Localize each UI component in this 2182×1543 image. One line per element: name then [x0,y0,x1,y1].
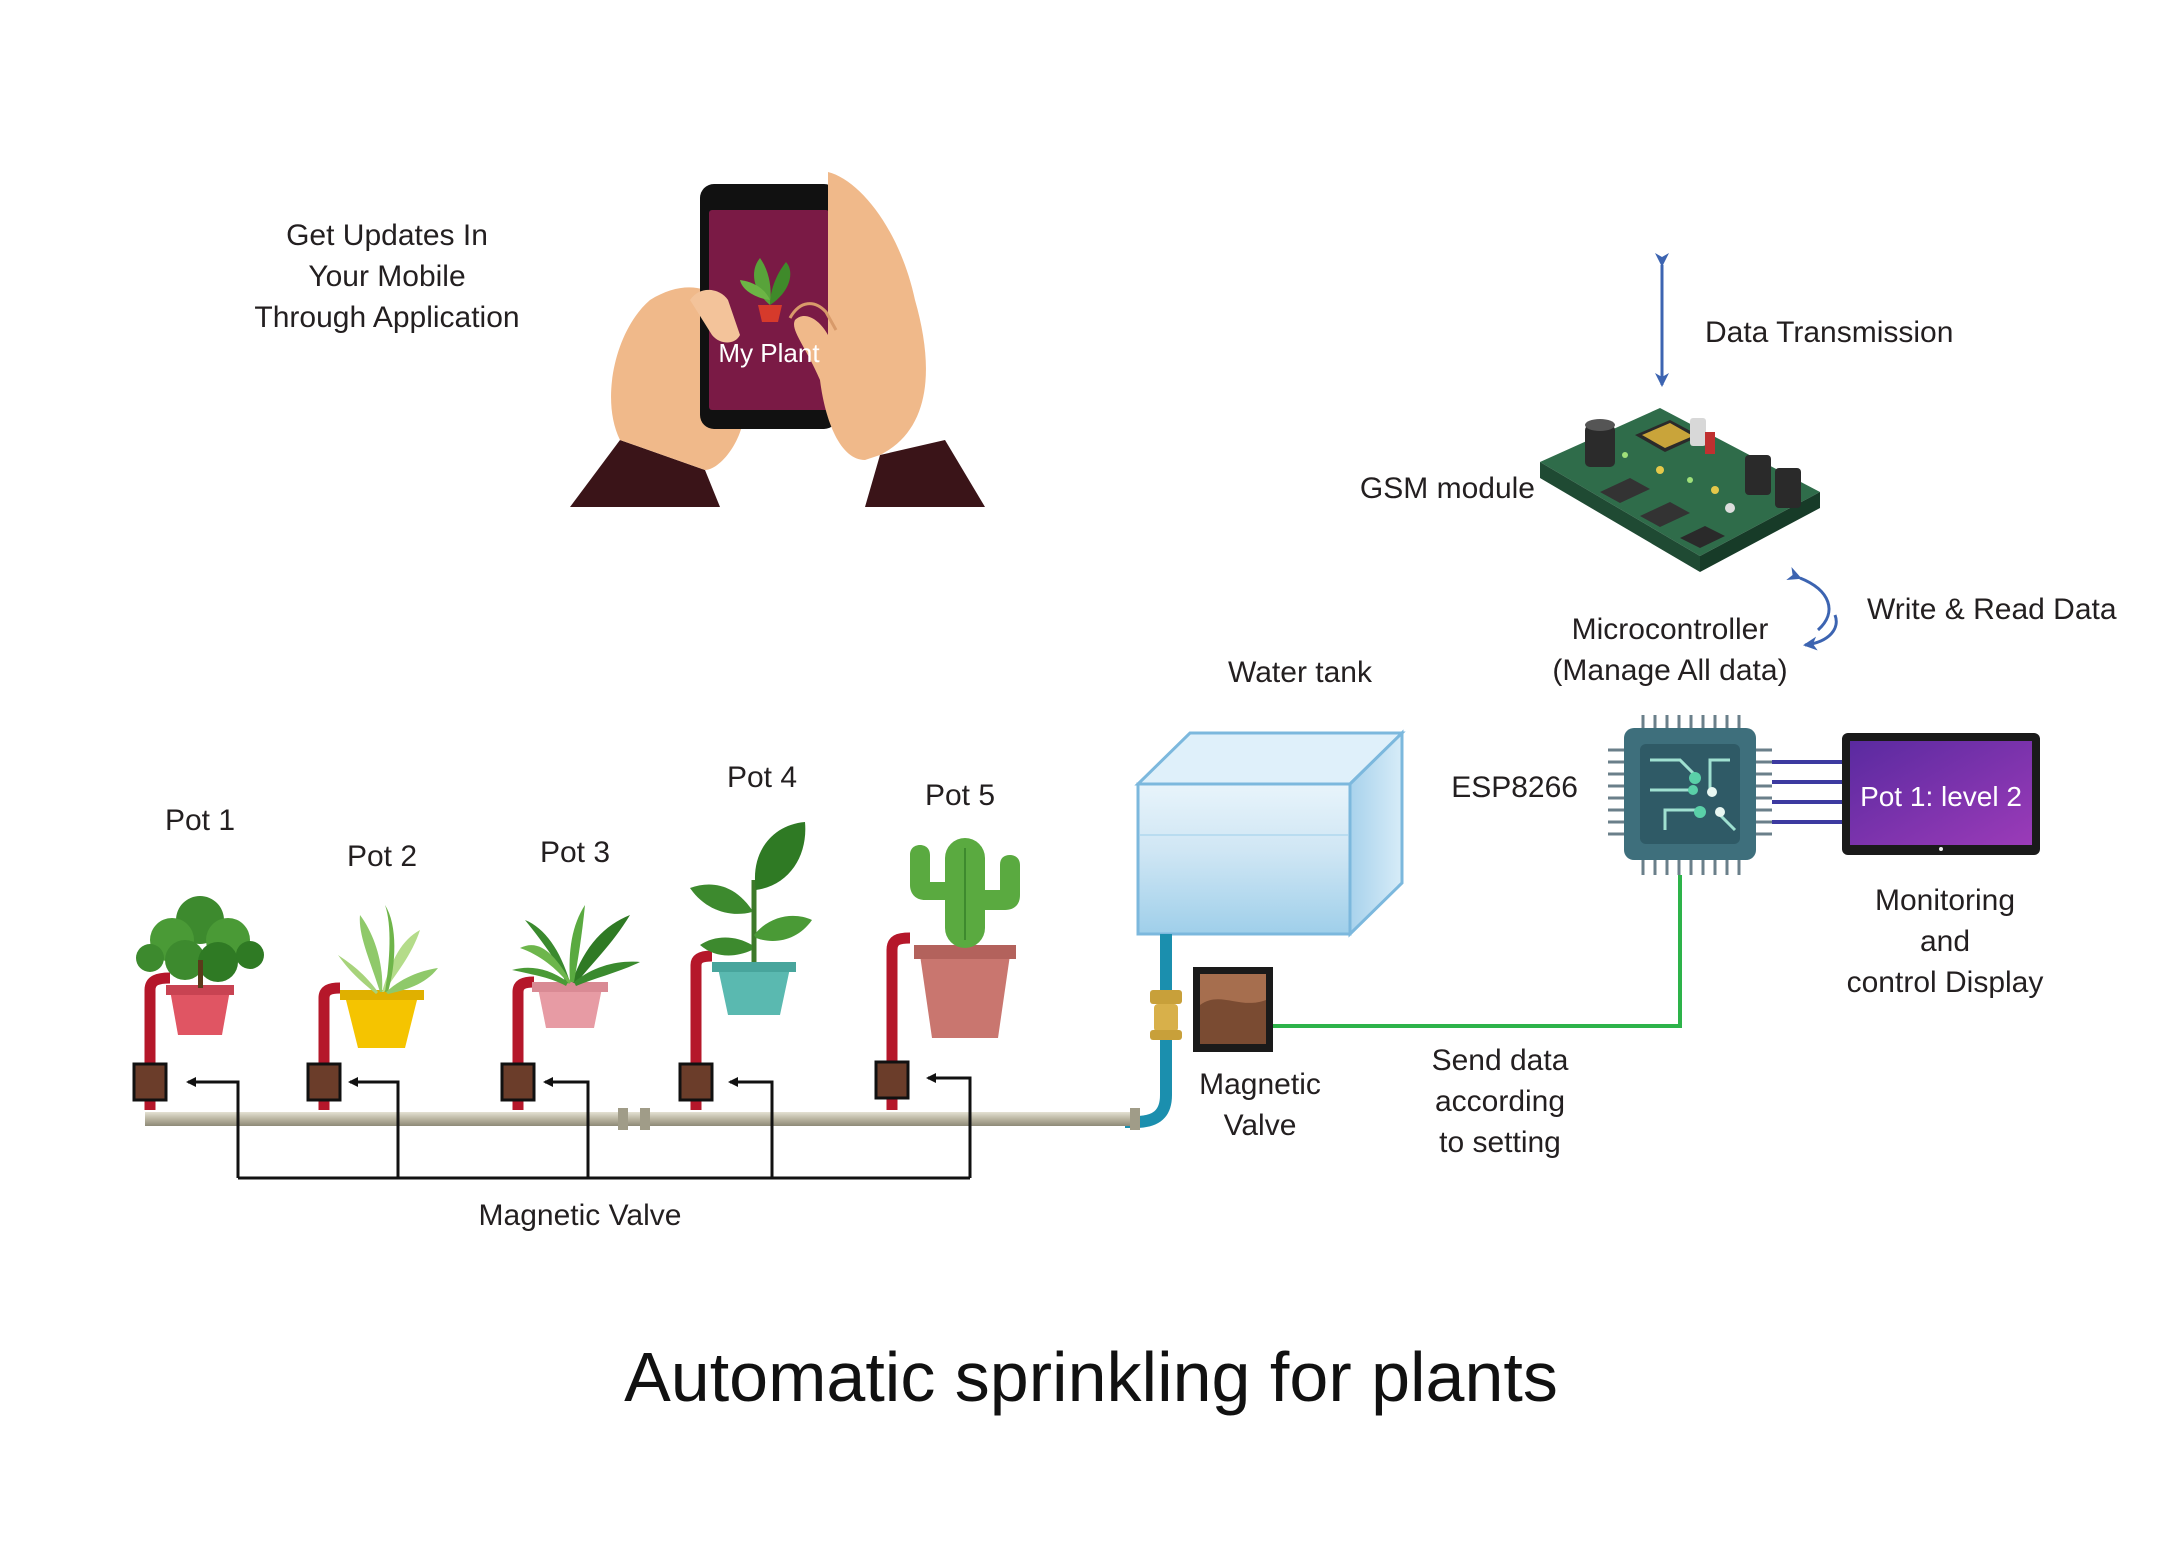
pot-1-pot [170,990,230,1035]
main-valve-label-line-1: Magnetic [1199,1068,1321,1101]
mobile-caption-line-1: Get Updates In [286,219,488,252]
main-magnetic-valve-icon [1193,967,1273,1052]
write-read-arrow-bottom [1803,614,1838,651]
grass-plant-icon [338,905,438,994]
microcontroller-chip-icon [1608,715,1772,875]
pot-4-assembly [678,822,812,1110]
microcontroller-label: Microcontroller (Manage All data) [1525,609,1815,691]
display-bus-lines [1772,760,1850,824]
pot-3-assembly [500,905,640,1110]
mobile-caption-line-2: Your Mobile [308,260,466,293]
pot-2-label: Pot 2 [346,840,418,873]
send-data-line-1: Send data [1431,1044,1569,1077]
esp8266-label: ESP8266 [1451,771,1578,804]
main-valve-label: Magnetic Valve [1150,1064,1370,1146]
pot-5-assembly [874,838,1020,1110]
water-tank-label: Water tank [1228,656,1372,689]
pot-2-assembly [306,905,438,1110]
display-caption-line-3: control Display [1846,966,2044,999]
spider-plant-icon [512,905,640,986]
diagram-title: Automatic sprinkling for plants [624,1338,1558,1416]
display-caption-line-1: Monitoring [1874,884,2016,917]
send-data-line-2: according [1434,1085,1566,1118]
valve-control-lines [186,1073,972,1180]
pot-4-pot [718,968,790,1015]
write-read-label: Write & Read Data [1867,593,2117,626]
phone-in-hands-icon [570,172,985,507]
pot-5-label: Pot 5 [924,779,996,812]
water-tank-icon [1134,729,1406,938]
pot-1-label: Pot 1 [164,804,236,837]
pot-4-label: Pot 4 [726,761,798,794]
display-caption-line-2: and [1919,925,1971,958]
brass-fitting-icon [1150,990,1182,1004]
gsm-module-icon [1540,408,1820,572]
phone-screen-text: My Plant [718,338,820,368]
display-screen-text: Pot 1: level 2 [1860,781,2022,812]
pot-5-pot [920,955,1010,1038]
pot-2-pot [345,996,418,1048]
gsm-module-label: GSM module [1359,472,1535,505]
mobile-caption: Get Updates In Your Mobile Through Appli… [222,215,552,338]
send-data-line-3: to setting [1439,1126,1561,1159]
microcontroller-label-line-1: Microcontroller [1571,613,1769,646]
mobile-caption-line-3: Through Application [254,301,520,334]
data-transmission-label: Data Transmission [1705,316,1954,349]
monitoring-display-icon [1842,733,2040,855]
main-valve-label-line-2: Valve [1223,1109,1297,1142]
microcontroller-label-line-2: (Manage All data) [1552,654,1788,687]
cactus-icon [910,838,1020,948]
pot-3-label: Pot 3 [539,836,611,869]
write-read-arrow-top [1786,567,1831,632]
pot-3-pot [538,988,602,1028]
pot-1-assembly [132,896,264,1110]
pot-valves-label: Magnetic Valve [478,1199,682,1232]
bush-plant-icon [136,896,264,988]
signal-line [1273,875,1682,1028]
display-caption: Monitoring and control Display [1815,880,2075,1003]
send-data-label: Send data according to setting [1380,1040,1620,1163]
leafy-plant-icon [690,822,812,962]
